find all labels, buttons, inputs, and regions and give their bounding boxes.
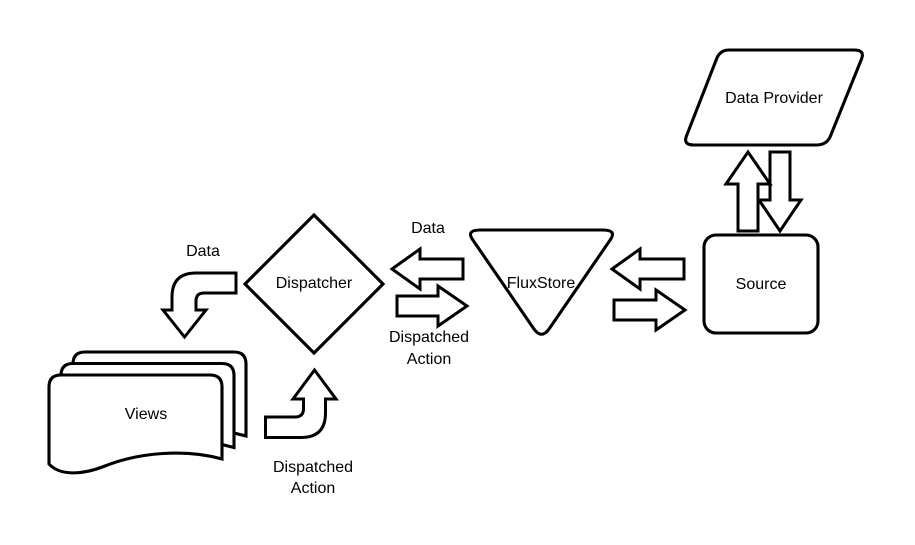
data-label-mid: Data — [411, 220, 445, 237]
arrow-fluxstore-to-source — [612, 287, 688, 333]
left-block-arrow-icon — [389, 246, 465, 292]
arrow-source-to-dataprovider — [723, 149, 773, 233]
arrow-dispatcher-to-fluxstore: Dispatched Action — [389, 283, 470, 368]
node-views: Views — [47, 350, 248, 475]
dispatched-action-label-mid-line1: Dispatched — [389, 329, 469, 346]
data-label-left: Data — [186, 243, 220, 260]
node-flux-store: FluxStore — [468, 228, 615, 336]
node-data-provider: Data Provider — [684, 48, 864, 147]
down-block-arrow-icon — [756, 150, 804, 234]
dispatched-action-label-mid-line2: Action — [407, 351, 451, 368]
curved-arrow-views-to-dispatcher: Dispatched Action — [264, 367, 353, 497]
dispatched-action-label-bottom-line2: Action — [291, 480, 335, 497]
fluxstore-triangle — [468, 228, 615, 336]
dispatcher-diamond — [242, 212, 386, 356]
arrow-fluxstore-to-dispatcher: Data — [389, 220, 465, 292]
curved-down-arrow-icon — [159, 271, 238, 340]
dispatcher-label: Dispatcher — [276, 275, 353, 292]
data-provider-parallelogram — [684, 48, 864, 147]
curved-up-arrow-icon — [264, 367, 339, 439]
node-source: Source — [702, 233, 820, 335]
curved-arrow-dispatcher-to-views: Data — [159, 243, 238, 340]
dispatched-action-label-bottom-line1: Dispatched — [273, 459, 353, 476]
views-label: Views — [125, 406, 167, 423]
fluxstore-label: FluxStore — [507, 275, 576, 292]
node-dispatcher: Dispatcher — [242, 212, 386, 356]
arrow-source-to-fluxstore — [609, 246, 686, 292]
views-page-front — [47, 373, 224, 475]
right-block-arrow-icon — [612, 287, 688, 333]
left-block-arrow-icon — [609, 246, 686, 292]
arrow-dataprovider-to-source — [756, 150, 804, 234]
right-block-arrow-icon — [395, 283, 470, 329]
source-label: Source — [736, 276, 787, 293]
source-box — [702, 233, 820, 335]
up-block-arrow-icon — [723, 149, 773, 233]
data-provider-label: Data Provider — [725, 90, 823, 107]
